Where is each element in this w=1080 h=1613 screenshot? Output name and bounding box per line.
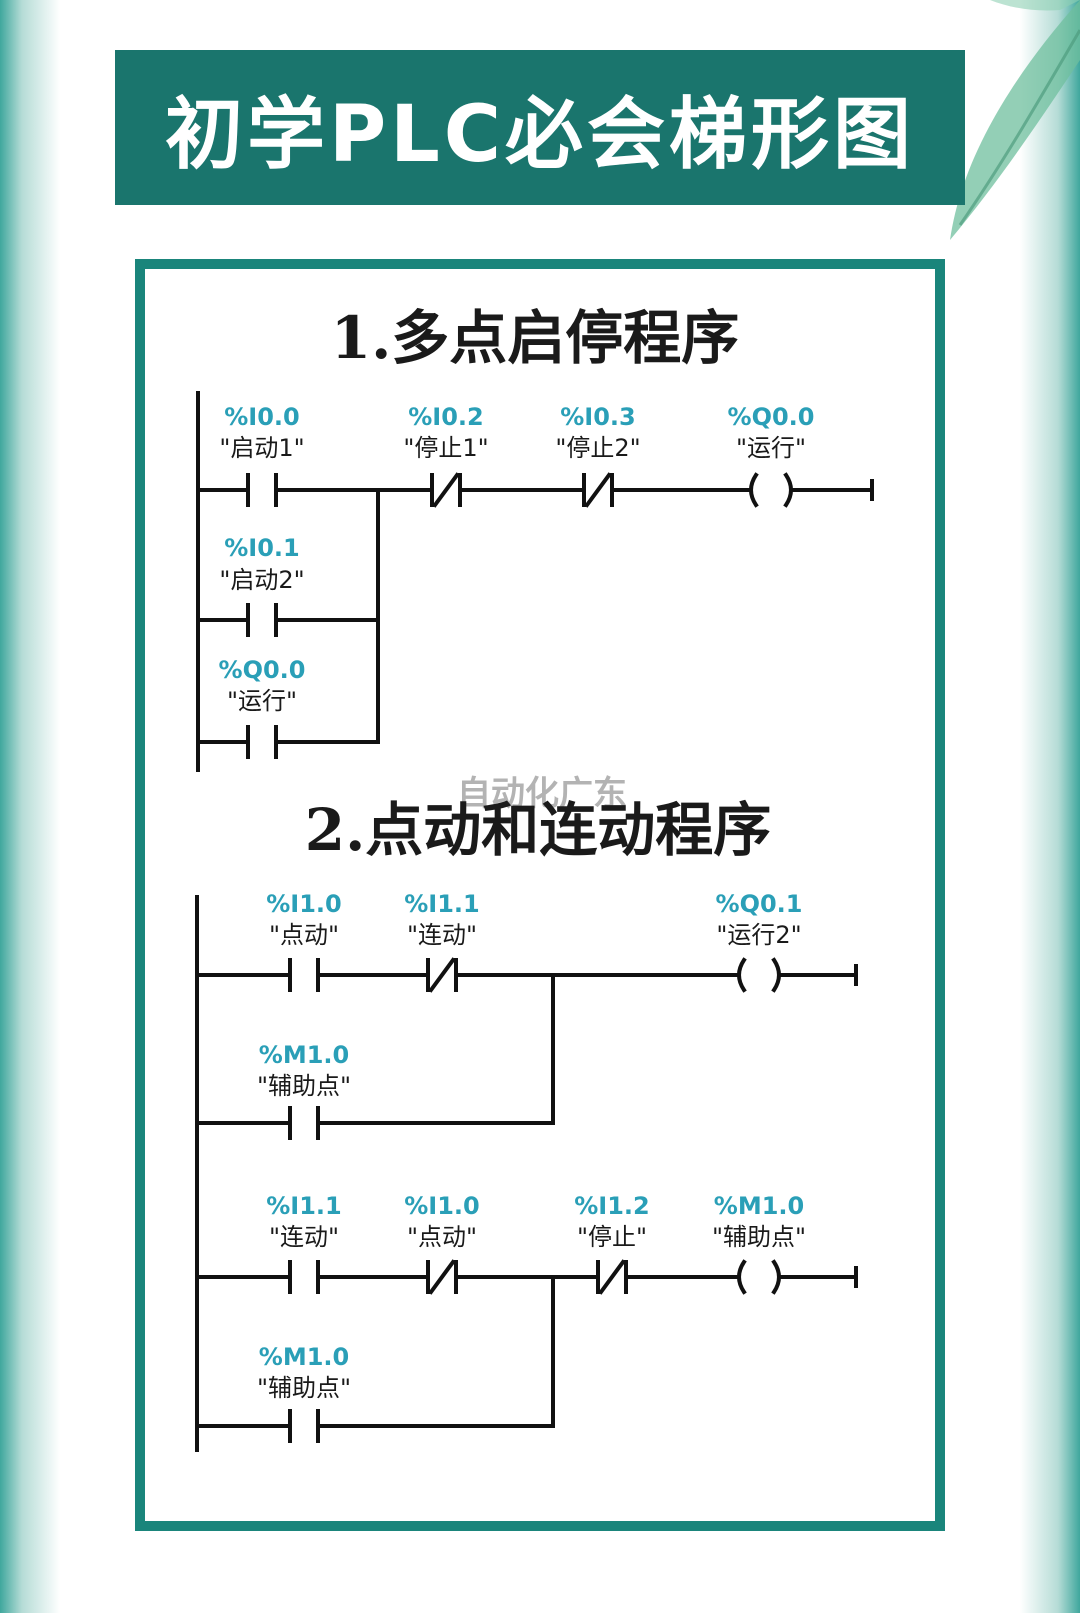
coil-tag: "辅助点": [712, 1223, 806, 1251]
contact-tag: "连动": [269, 1223, 339, 1251]
coil-tag: "运行2": [716, 921, 801, 949]
section1-wiring: [196, 391, 874, 772]
contact-tag: "启动2": [219, 566, 304, 594]
watermark: 自动化广东: [457, 774, 627, 814]
contact-address: %I0.1: [224, 534, 300, 562]
section1-heading: 1.多点启停程序: [331, 304, 740, 372]
leaf-decoration-icon: [950, 0, 1080, 240]
coil-tag: "运行": [736, 434, 806, 462]
contact-address: %I0.3: [560, 403, 636, 431]
contact-tag: "点动": [407, 1223, 477, 1251]
contact-tag: "辅助点": [257, 1374, 351, 1402]
contact-address: %M1.0: [259, 1343, 349, 1371]
title-banner: 初学PLC必会梯形图: [115, 50, 965, 205]
coil-address: %M1.0: [714, 1192, 804, 1220]
contact-address: %I1.1: [404, 890, 480, 918]
contact-tag: "连动": [407, 921, 477, 949]
contact-tag: "启动1": [219, 434, 304, 462]
contact-address: %I0.0: [224, 403, 300, 431]
contact-address: %I0.2: [408, 403, 484, 431]
diagram-frame: 1.多点启停程序: [135, 259, 945, 1531]
contact-tag: "点动": [269, 921, 339, 949]
contact-address: %Q0.0: [219, 656, 306, 684]
contact-tag: "辅助点": [257, 1072, 351, 1100]
contact-address: %I1.2: [574, 1192, 650, 1220]
contact-address: %I1.0: [404, 1192, 480, 1220]
contact-address: %M1.0: [259, 1041, 349, 1069]
coil-address: %Q0.0: [728, 403, 815, 431]
contact-tag: "停止": [577, 1223, 647, 1251]
contact-address: %I1.1: [266, 1192, 342, 1220]
coil-address: %Q0.1: [716, 890, 803, 918]
contact-tag: "运行": [227, 687, 297, 715]
contact-tag: "停止1": [403, 434, 488, 462]
section2-heading: 2.点动和连动程序: [305, 796, 772, 864]
contact-tag: "停止2": [555, 434, 640, 462]
contact-address: %I1.0: [266, 890, 342, 918]
section2-wiring: [195, 895, 858, 1452]
ladder-diagram: 1.多点启停程序: [195, 304, 874, 1452]
page-title: 初学PLC必会梯形图: [164, 89, 916, 180]
